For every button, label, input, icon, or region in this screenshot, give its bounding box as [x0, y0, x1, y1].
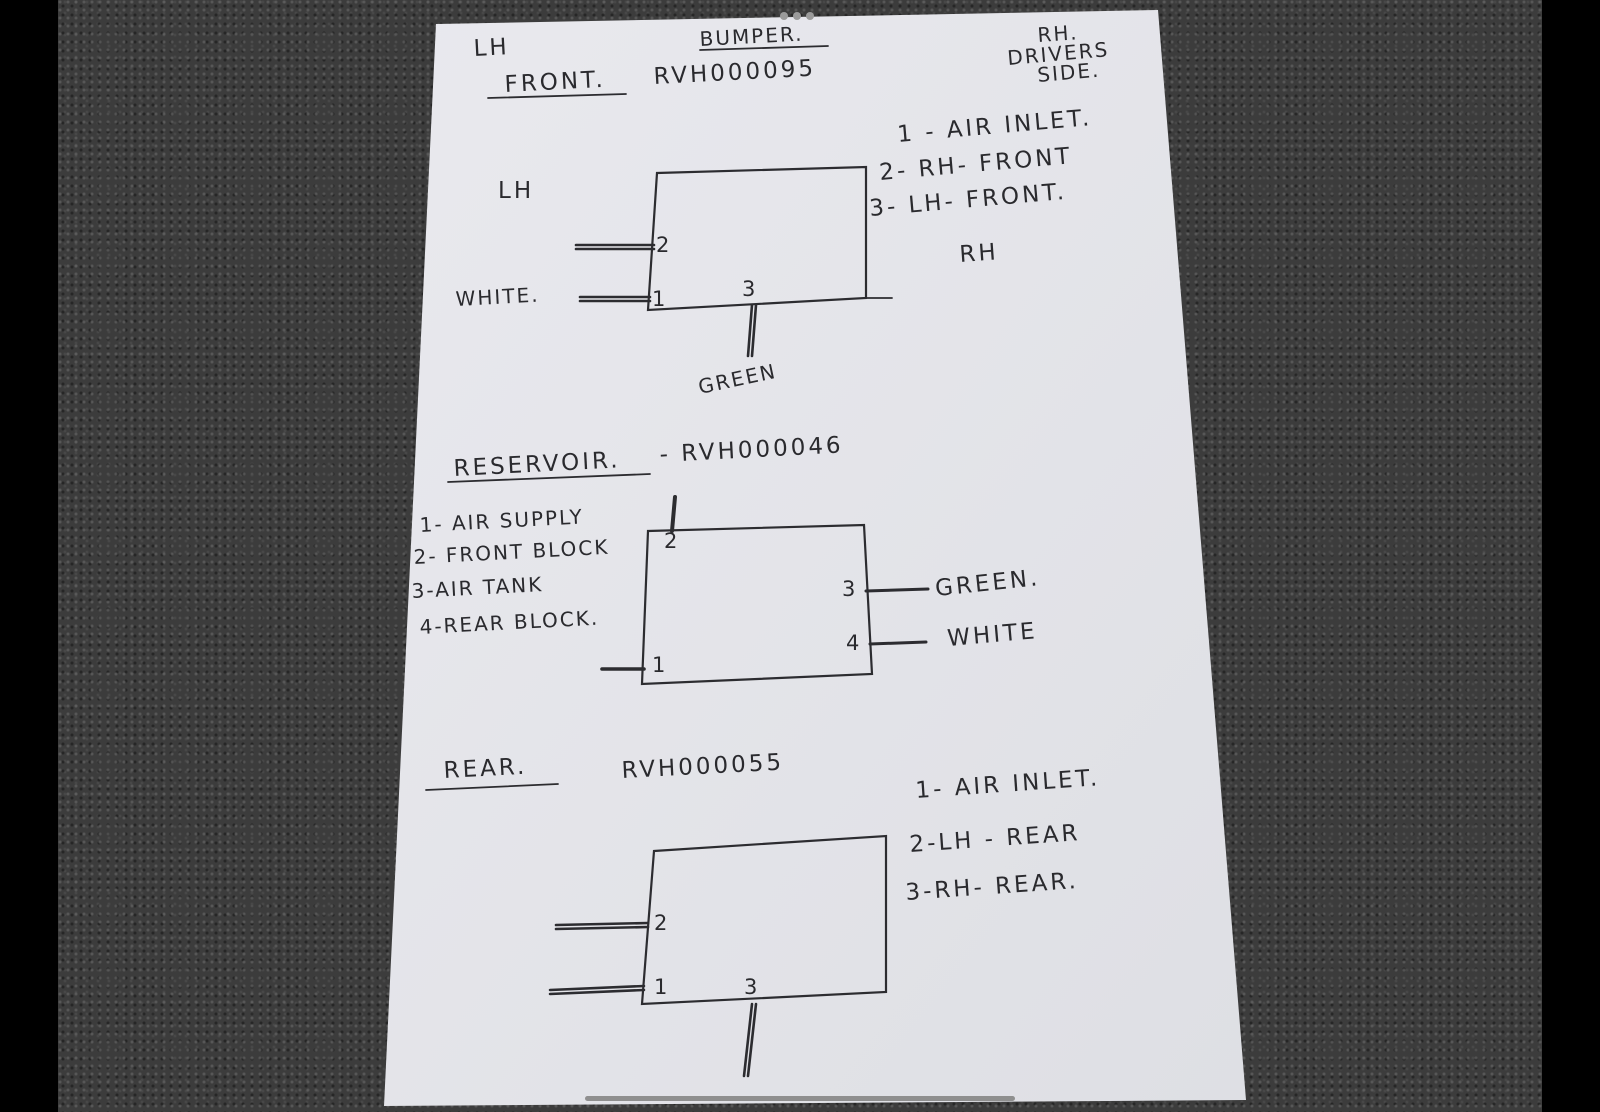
front-white-label: WHITE.: [455, 283, 540, 311]
front-title-underline: [487, 93, 627, 99]
dot-icon: [780, 12, 788, 20]
dot-icon: [806, 12, 814, 20]
rear-port-1-line: [548, 984, 646, 992]
rear-port-2-line-b: [554, 925, 650, 931]
home-indicator[interactable]: [585, 1096, 1015, 1101]
front-pin-1: 1: [652, 287, 665, 311]
reservoir-port-3-line: [864, 587, 930, 593]
rear-port-1-line-b: [548, 988, 646, 996]
rear-port-3-line: [742, 1002, 754, 1078]
front-rh-side-label: RH: [959, 239, 1000, 268]
rear-port-3-line-b: [746, 1002, 758, 1078]
reservoir-pin-2: 2: [664, 529, 677, 553]
reservoir-title-underline: [447, 473, 651, 483]
rear-title-underline: [425, 783, 559, 791]
rear-pin-3: 3: [744, 975, 757, 999]
dot-icon: [793, 12, 801, 20]
front-title: FRONT.: [504, 67, 606, 98]
more-options-icon[interactable]: [780, 12, 826, 20]
header-rh-label: RH.: [1037, 20, 1080, 47]
bumper-underline: [699, 45, 829, 51]
reservoir-pin-3: 3: [842, 577, 855, 601]
rear-valve-block: [640, 834, 888, 1006]
reservoir-port-4-line: [868, 640, 928, 646]
front-port-3-line: [746, 303, 754, 358]
rear-pin-2: 2: [654, 911, 667, 935]
rear-pin-1: 1: [654, 975, 667, 999]
front-port-3-line-b: [750, 303, 758, 358]
paper-sheet: [384, 10, 1246, 1106]
reservoir-valve-block: [640, 523, 874, 686]
reservoir-pin-4: 4: [846, 631, 859, 655]
reservoir-pin-1: 1: [652, 653, 665, 677]
front-lh-side-label: LH: [498, 178, 534, 204]
front-pin-3: 3: [742, 277, 755, 301]
header-lh-label: LH: [473, 34, 510, 62]
rear-port-2-line: [554, 921, 650, 927]
front-pin-2: 2: [656, 233, 669, 257]
reservoir-port-2-line: [670, 495, 677, 533]
header-side-label: SIDE.: [1036, 58, 1101, 87]
header-bumper-label: BUMPER.: [699, 22, 804, 51]
rear-title: REAR.: [443, 754, 528, 784]
